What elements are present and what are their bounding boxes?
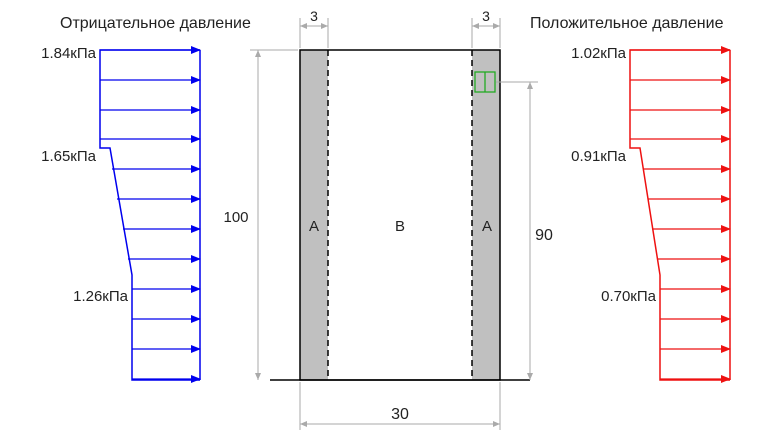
positive-pressure-arrows bbox=[630, 46, 731, 383]
marker-height-label: 90 bbox=[535, 227, 553, 244]
negative-pressure-label: 1.26кПа bbox=[73, 288, 129, 305]
positive-pressure-diagram bbox=[629, 49, 731, 381]
edge-width-left-label: 3 bbox=[310, 8, 318, 24]
negative-pressure-title: Отрицательное давление bbox=[60, 15, 251, 32]
positive-pressure-label: 1.02кПа bbox=[571, 45, 627, 62]
building-section: A B A bbox=[270, 49, 530, 381]
positive-pressure-label: 0.91кПа bbox=[571, 148, 627, 165]
positive-pressure-title: Положительное давление bbox=[530, 15, 724, 32]
negative-pressure-arrows bbox=[100, 46, 201, 383]
zone-a-right-label: A bbox=[482, 218, 492, 235]
zone-b-label: B bbox=[395, 218, 405, 235]
zone-a-right bbox=[472, 50, 500, 380]
height-label: 100 bbox=[223, 209, 248, 226]
zone-a-left-label: A bbox=[309, 218, 319, 235]
negative-pressure-label: 1.65кПа bbox=[41, 148, 97, 165]
building-outline bbox=[299, 49, 501, 381]
edge-width-right-label: 3 bbox=[482, 8, 490, 24]
negative-pressure-profile bbox=[99, 49, 200, 381]
negative-pressure-label: 1.84кПа bbox=[41, 45, 97, 62]
zone-a-left bbox=[300, 50, 328, 380]
negative-pressure-diagram bbox=[99, 49, 201, 381]
dimension-lines bbox=[250, 18, 538, 430]
width-label: 30 bbox=[391, 406, 409, 423]
positive-pressure-label: 0.70кПа bbox=[601, 288, 657, 305]
positive-pressure-profile bbox=[629, 49, 730, 381]
